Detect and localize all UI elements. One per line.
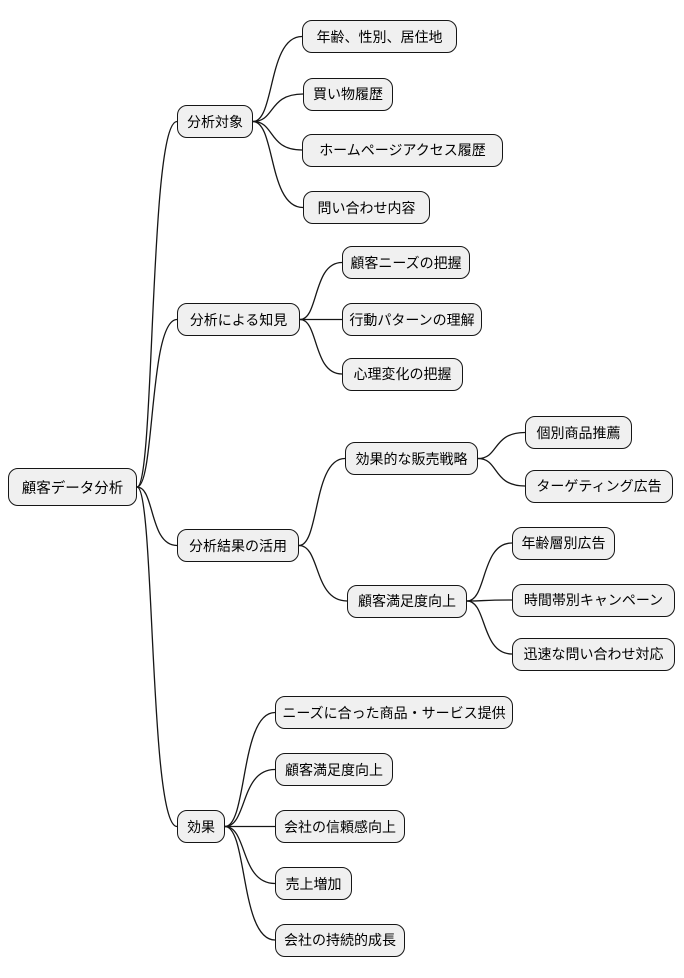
mindmap-node-2[interactable]: 分析結果の活用 — [177, 529, 299, 562]
mindmap-node-0-0[interactable]: 年齢、性別、居住地 — [302, 20, 457, 53]
connector-line — [252, 93, 304, 123]
connector-line — [298, 457, 346, 547]
mindmap-node-0-2[interactable]: ホームページアクセス履歴 — [302, 133, 503, 167]
mindmap-node-0-3[interactable]: 問い合わせ内容 — [303, 191, 430, 224]
connector-line — [466, 600, 513, 655]
mindmap-node-1-2[interactable]: 心理変化の把握 — [342, 357, 463, 391]
mindmap-node-2-0[interactable]: 効果的な販売戦略 — [345, 442, 478, 475]
connector-line — [299, 318, 343, 375]
connector-line — [299, 261, 343, 321]
mindmap-node-3-2[interactable]: 会社の信頼感向上 — [275, 810, 405, 843]
connector-line — [477, 431, 526, 460]
mindmap-node-3-4[interactable]: 会社の持続的成長 — [275, 923, 405, 957]
mindmap-node-3-3[interactable]: 売上増加 — [275, 867, 352, 900]
mindmap-node-2-0-0[interactable]: 個別商品推薦 — [525, 416, 632, 449]
mindmap-node-1-1[interactable]: 行動パターンの理解 — [342, 303, 482, 336]
mindmap-node-2-1-1[interactable]: 時間帯別キャンペーン — [512, 583, 675, 617]
mindmap-node-2-0-1[interactable]: ターゲティング広告 — [525, 469, 673, 503]
connector-line — [298, 544, 348, 602]
connector-line — [477, 457, 526, 487]
connector-line — [224, 711, 276, 828]
connector-line — [466, 542, 513, 602]
mindmap-node-3[interactable]: 効果 — [177, 810, 225, 843]
mindmap-node-root[interactable]: 顧客データ分析 — [8, 468, 137, 506]
mindmap-node-3-0[interactable]: ニーズに合った商品・サービス提供 — [275, 696, 513, 729]
connector-line — [224, 768, 276, 828]
connector-line — [136, 318, 178, 488]
mindmap-node-2-1-2[interactable]: 迅速な問い合わせ対応 — [512, 637, 675, 671]
mindmap-node-2-1[interactable]: 顧客満足度向上 — [347, 584, 467, 618]
mindmap-node-0-1[interactable]: 買い物履歴 — [303, 77, 393, 111]
mindmap-node-1-0[interactable]: 顧客ニーズの把握 — [342, 246, 470, 279]
connector-line — [136, 120, 178, 488]
mindmap-node-1[interactable]: 分析による知見 — [177, 303, 300, 336]
connector-line — [252, 120, 303, 151]
connector-line — [224, 825, 276, 941]
connector-line — [252, 120, 304, 209]
connector-line — [466, 599, 513, 602]
connector-line — [252, 35, 303, 123]
mindmap-node-3-1[interactable]: 顧客満足度向上 — [275, 753, 393, 786]
connector-line — [136, 486, 178, 547]
connector-line — [136, 486, 178, 828]
connector-line — [224, 825, 276, 885]
mindmap-node-0[interactable]: 分析対象 — [177, 105, 253, 138]
mindmap-node-2-1-0[interactable]: 年齢層別広告 — [512, 526, 615, 560]
